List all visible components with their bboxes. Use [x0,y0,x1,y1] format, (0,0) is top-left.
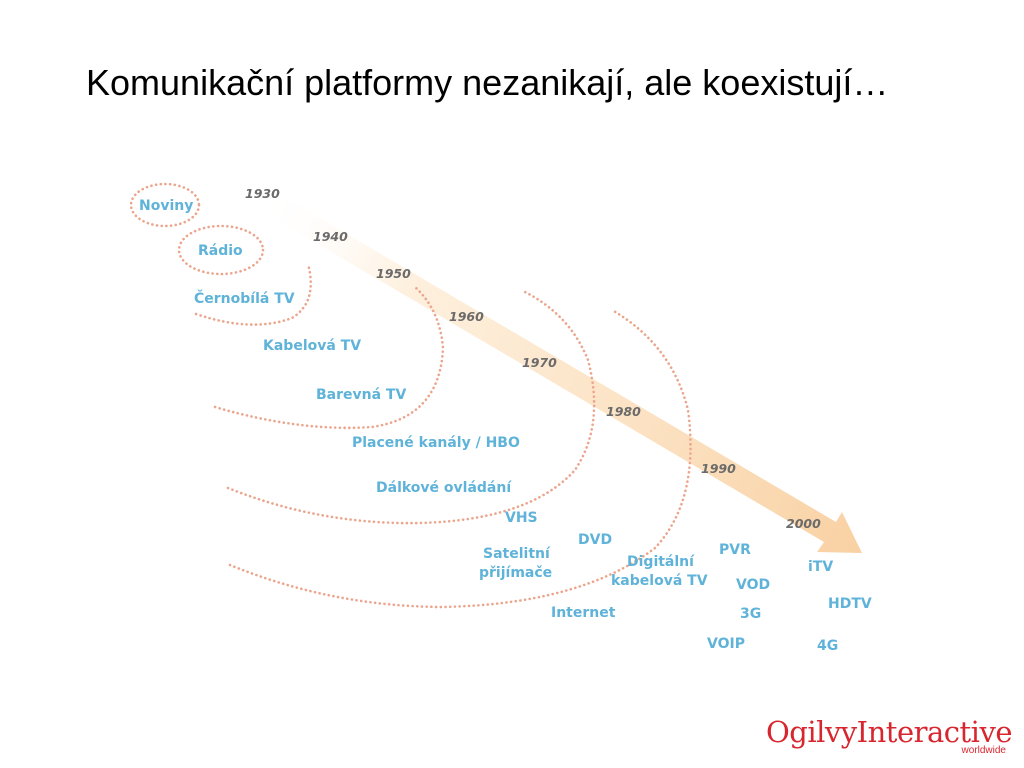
year-label: 1970 [522,355,557,370]
tech-label-itv: iTV [808,559,833,575]
tech-label-radio: Rádio [198,243,243,259]
year-label: 2000 [786,516,821,531]
year-label: 1950 [376,266,411,281]
tech-label-dalkove: Dálkové ovládání [376,480,512,496]
tech-label-vhs: VHS [505,510,538,526]
tech-label-kabelova: Kabelová TV [263,338,361,354]
tech-label-noviny: Noviny [139,198,193,214]
tech-label-satelitni: přijímače [479,565,552,581]
tech-label-satelitni: Satelitní [483,546,551,562]
tech-label-internet: Internet [551,605,616,621]
noviny-ellipse [129,182,201,228]
year-label: 1940 [313,229,348,244]
arc-barevna [213,285,445,430]
tech-label-placene: Placené kanály / HBO [352,435,520,451]
arc-internet [228,308,692,609]
tech-label-4g: 4G [817,638,838,654]
tech-label-digitalni: Digitální [627,554,695,570]
year-label: 1980 [606,404,641,419]
year-label: 1990 [701,461,736,476]
timeline-arrow [250,184,862,553]
arc-dalkove [226,290,596,525]
tech-label-digitalni: kabelová TV [611,573,708,589]
tech-label-barevna: Barevná TV [316,387,406,403]
tech-label-hdtv: HDTV [828,596,872,612]
slide-title: Komunikační platformy nezanikají, ale ko… [86,62,889,103]
ogilvy-interactive-logo: OgilvyInteractive worldwide [766,717,1012,756]
tech-label-pvr: PVR [719,542,751,558]
year-label: 1960 [449,309,484,324]
arc-cernobila [194,262,312,326]
year-label: 1930 [245,186,280,201]
radio-ellipse [177,224,265,276]
tech-label-cernobila: Černobílá TV [194,289,295,307]
logo-tagline: worldwide [961,745,1006,756]
tech-label-3g: 3G [740,606,761,622]
logo-wordmark: OgilvyInteractive [766,715,1012,749]
tech-label-voip: VOIP [707,636,745,652]
tech-label-vod: VOD [736,577,770,593]
tech-label-dvd: DVD [578,532,612,548]
